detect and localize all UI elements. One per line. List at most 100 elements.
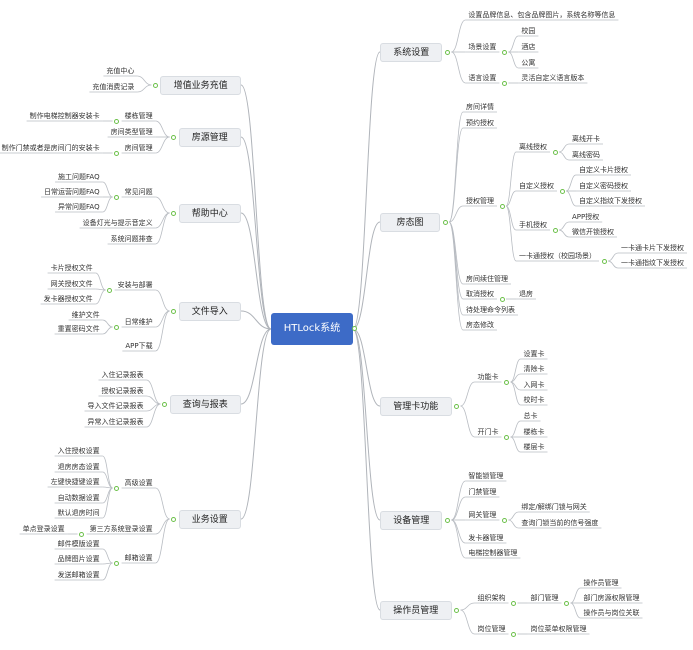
collapse-toggle-icon[interactable] [454,607,459,613]
collapse-toggle-icon[interactable] [171,516,177,522]
collapse-toggle-icon[interactable] [171,210,177,216]
branch-label[interactable]: 设置品牌信息、包含品牌图片，系统名称等信息 [468,11,616,19]
branch-label[interactable]: 自定义卡片授权 [579,166,628,174]
collapse-toggle-icon[interactable] [504,434,509,440]
collapse-toggle-icon[interactable] [107,287,113,293]
branch-label[interactable]: 网关管理 [468,511,497,519]
branch-label[interactable]: 导入文件记录报表 [87,402,144,410]
branch-label[interactable]: 总卡 [523,412,538,420]
main-topic[interactable]: 管理卡功能 [380,397,452,416]
collapse-toggle-icon[interactable] [171,308,177,314]
branch-label[interactable]: 默认退房时间 [57,509,100,517]
branch-label[interactable]: 部门房源权限管理 [583,594,640,602]
branch-label[interactable]: 楼栋管理 [124,112,153,120]
branch-label[interactable]: 一卡通授权（校园场景） [519,252,596,260]
collapse-toggle-icon[interactable] [114,150,120,156]
branch-label[interactable]: 入住授权设置 [57,447,100,455]
branch-label[interactable]: 微信开锁授权 [572,228,614,236]
collapse-toggle-icon[interactable] [511,631,516,637]
collapse-toggle-icon[interactable] [352,326,357,331]
main-topic[interactable]: 房态图 [380,213,440,232]
main-topic[interactable]: 系统设置 [380,43,443,62]
branch-label[interactable]: 岗位菜单权限管理 [530,625,587,633]
branch-label[interactable]: 灵活自定义语言版本 [521,74,585,82]
branch-label[interactable]: APP授权 [572,213,600,221]
branch-label[interactable]: 发卡器管理 [468,534,504,542]
branch-label[interactable]: 取消授权 [466,290,494,298]
branch-label[interactable]: 预约授权 [466,119,494,127]
branch-label[interactable]: 入网卡 [523,381,545,389]
main-topic[interactable]: 设备管理 [380,511,443,530]
branch-label[interactable]: 安装与部署 [117,281,153,289]
main-topic[interactable]: 查询与报表 [169,395,241,414]
collapse-toggle-icon[interactable] [499,203,505,209]
main-topic[interactable]: 操作员管理 [380,601,452,620]
branch-label[interactable]: 酒店 [521,43,536,51]
branch-label[interactable]: 房间详情 [466,103,494,111]
branch-label[interactable]: 清除卡 [523,365,545,373]
main-topic[interactable]: 增值业务充值 [160,76,241,95]
branch-label[interactable]: 重置密码文件 [57,325,100,333]
branch-label[interactable]: 异常入住记录报表 [87,418,144,426]
collapse-toggle-icon[interactable] [114,324,120,330]
branch-label[interactable]: 制作电梯控制器安装卡 [29,112,100,120]
collapse-toggle-icon[interactable] [114,485,120,491]
collapse-toggle-icon[interactable] [444,517,450,523]
collapse-toggle-icon[interactable] [114,560,120,566]
branch-label[interactable]: 日常运营问题FAQ [44,188,100,196]
branch-label[interactable]: 离线授权 [519,143,547,151]
main-topic[interactable]: 业务设置 [178,510,241,529]
branch-label[interactable]: 手机授权 [519,221,547,229]
branch-label[interactable]: 充值中心 [106,67,135,75]
branch-label[interactable]: 楼栋卡 [523,428,545,436]
branch-label[interactable]: 电梯控制器管理 [468,549,518,557]
main-topic[interactable]: 文件导入 [178,302,241,321]
branch-label[interactable]: 品牌图片设置 [57,555,100,563]
branch-label[interactable]: 高级设置 [124,479,153,487]
branch-label[interactable]: 第三方系统登录设置 [89,525,153,533]
branch-label[interactable]: 退房房态设置 [57,463,100,471]
branch-label[interactable]: 绑定/解绑门锁与网关 [521,503,587,511]
branch-label[interactable]: 左键快捷键设置 [50,478,100,486]
branch-label[interactable]: 制作门禁或者是房间门的安装卡 [1,144,100,152]
main-topic[interactable]: 帮助中心 [178,204,241,223]
branch-label[interactable]: 自定义授权 [519,182,554,190]
branch-label[interactable]: 操作员管理 [583,579,619,587]
branch-label[interactable]: 开门卡 [477,428,499,436]
branch-label[interactable]: 施工问题FAQ [58,173,100,181]
branch-label[interactable]: 发送邮箱设置 [57,571,100,579]
branch-label[interactable]: 退房 [519,290,533,298]
branch-label[interactable]: 入住记录报表 [101,371,144,379]
main-topic[interactable]: 房源管理 [178,128,241,147]
branch-label[interactable]: 卡片授权文件 [50,264,93,272]
branch-label[interactable]: APP下载 [125,342,153,350]
collapse-toggle-icon[interactable] [501,49,507,55]
branch-label[interactable]: 设置卡 [523,350,545,358]
branch-label[interactable]: 离线开卡 [572,135,600,143]
branch-label[interactable]: 操作员与岗位关联 [583,609,640,617]
branch-label[interactable]: 发卡器授权文件 [43,295,93,303]
branch-label[interactable]: 异常问题FAQ [58,203,100,211]
collapse-toggle-icon[interactable] [79,531,85,537]
collapse-toggle-icon[interactable] [442,219,448,225]
collapse-toggle-icon[interactable] [499,296,505,302]
branch-label[interactable]: 语言设置 [468,74,497,82]
branch-label[interactable]: 岗位管理 [477,625,506,633]
branch-label[interactable]: 场景设置 [468,43,497,51]
collapse-toggle-icon[interactable] [601,258,607,264]
branch-label[interactable]: 校时卡 [523,396,545,404]
branch-label[interactable]: 系统问题排查 [110,235,153,243]
branch-label[interactable]: 智能锁管理 [468,472,504,480]
branch-label[interactable]: 一卡通指纹下发授权 [621,259,684,267]
collapse-toggle-icon[interactable] [152,82,158,88]
root-topic[interactable]: HTLock系统 [271,313,353,345]
branch-label[interactable]: 授权记录报表 [101,387,144,395]
collapse-toggle-icon[interactable] [501,517,507,523]
branch-label[interactable]: 门禁管理 [468,488,497,496]
collapse-toggle-icon[interactable] [501,80,507,86]
branch-label[interactable]: 网关授权文件 [50,280,93,288]
branch-label[interactable]: 房态修改 [466,321,494,329]
collapse-toggle-icon[interactable] [171,134,177,140]
branch-label[interactable]: 邮件模版设置 [57,540,100,548]
branch-label[interactable]: 楼层卡 [523,443,545,451]
